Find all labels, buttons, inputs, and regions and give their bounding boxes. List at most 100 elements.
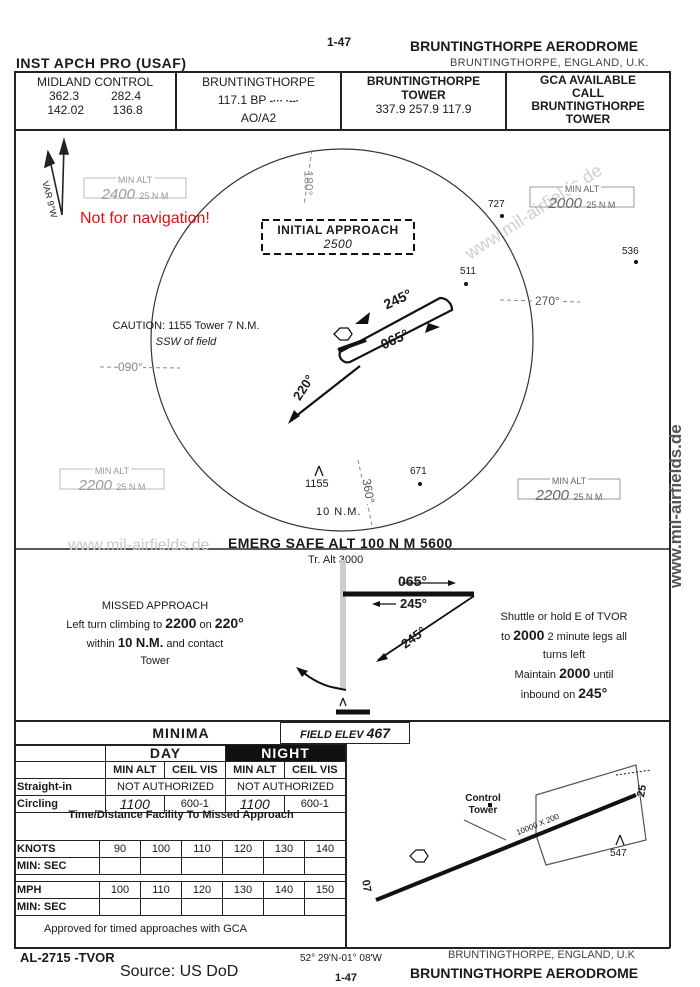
minima-title: MINIMA: [152, 725, 210, 741]
circ-night-alt: 1100: [224, 795, 285, 813]
chart-id: AL-2715 -TVOR: [20, 950, 115, 965]
obstacle-547-icon: [615, 834, 625, 846]
radial-270-line: [499, 299, 581, 303]
frame-right: [669, 71, 671, 948]
field-elev-label: FIELD ELEV: [300, 729, 364, 741]
initial-approach-alt: 2500: [323, 237, 353, 251]
bearing-270: 270°: [535, 294, 560, 308]
coordinates: 52° 29'N-01° 08'W: [300, 953, 382, 964]
page-number-bottom: 1-47: [335, 972, 358, 984]
missed-245-label-a: 245°: [400, 596, 427, 611]
procedure-title: INST APCH PRO (USAF): [16, 55, 187, 71]
tower-1155-icon: [314, 465, 324, 477]
missed-climb-path: [299, 669, 347, 691]
beacon-class: AO/A2: [240, 111, 277, 125]
gca-line-2: CALL: [572, 86, 604, 100]
knots-minsec-label: MIN: SEC: [14, 857, 100, 875]
source-label: Source: US DoD: [120, 963, 239, 980]
bearing-090: 090°: [118, 360, 143, 374]
beacon-freq: 117.1 BP: [217, 93, 267, 107]
initial-approach-label: INITIAL APPROACH 2500: [262, 223, 414, 251]
missed-l2a: within: [86, 638, 118, 650]
mph-4: 130: [222, 881, 264, 899]
runway-07-25: [375, 793, 637, 902]
shuttle-text: Shuttle or hold E of TVOR to 2000 2 minu…: [476, 608, 652, 704]
page-number-top: 1-47: [327, 35, 352, 49]
control-tower-icon: [488, 803, 492, 807]
sector-ne: MIN ALT 2000 25 N M: [530, 179, 634, 213]
tower-freqs: 337.9 257.9 117.9: [375, 102, 472, 116]
day-header: DAY: [105, 744, 226, 762]
missed-l1d: 220°: [214, 615, 244, 631]
straight-in-night: NOT AUTHORIZED: [224, 778, 347, 796]
obstacle-727-dot: [500, 214, 504, 218]
shuttle-l2a: to: [501, 631, 514, 643]
radial-090-line: [99, 366, 181, 369]
sector-sw-label: MIN ALT: [92, 466, 132, 476]
missed-l1c: on: [196, 619, 215, 631]
missed-title: MISSED APPROACH: [101, 600, 209, 612]
missed-approach-text: MISSED APPROACH Left turn climbing to 22…: [40, 598, 270, 670]
midland-freq-3: 142.02: [47, 103, 85, 117]
knots-3: 110: [181, 840, 223, 858]
gca-info: GCA AVAILABLE CALL BRUNTINGTHORPE TOWER: [507, 74, 669, 126]
circling-label: Circling: [14, 795, 106, 813]
tower-name-2: TOWER: [401, 88, 446, 102]
beacon-morse: -··· ·--·: [269, 96, 300, 107]
comms-div-3: [505, 71, 507, 129]
initial-approach-box: [261, 219, 415, 255]
frame-bottom: [14, 947, 670, 949]
watermark-left: www.mil-airfields.de: [68, 537, 210, 554]
tvor-airfield-icon: [409, 849, 429, 863]
apron-outline: [535, 764, 647, 866]
not-for-navigation: Not for navigation!: [80, 210, 210, 227]
gca-line-4: TOWER: [565, 112, 611, 126]
straight-in-day: NOT AUTHORIZED: [105, 778, 226, 796]
caution-line-1: CAUTION: 1155 Tower 7 N.M.: [112, 320, 260, 332]
night-header: NIGHT: [224, 744, 347, 762]
north-arrow-icon: [43, 137, 70, 216]
obstacle-511-dot: [464, 282, 468, 286]
mph-2: 110: [140, 881, 182, 899]
circ-day-cv: 600-1: [163, 795, 226, 813]
runway-plan: [337, 338, 367, 352]
obstacle-671-dot: [418, 482, 422, 486]
time-distance-table: KNOTS 90 100 110 120 130 140 MIN: SEC MP…: [14, 840, 346, 916]
gca-line-1: GCA AVAILABLE: [540, 73, 636, 87]
midland-control: MIDLAND CONTROL 362.3 282.4 142.02 136.8: [15, 75, 175, 117]
sector-sw-alt: 2200: [78, 477, 112, 494]
missed-065-label: 065°: [398, 573, 427, 589]
frame-left: [14, 71, 16, 948]
obstacle-671: 671: [410, 466, 427, 477]
aerodrome-title-bottom: BRUNTINGTHORPE AERODROME: [410, 965, 639, 981]
location-top: BRUNTINGTHORPE, ENGLAND, U.K.: [450, 57, 649, 69]
mph-3: 120: [181, 881, 223, 899]
arrow-220: [288, 410, 300, 424]
obstacle-727: 727: [488, 199, 505, 210]
sector-se-unit: 25 N M: [573, 492, 603, 502]
knots-4: 120: [222, 840, 264, 858]
arrow-065: [425, 323, 440, 333]
mph-1: 100: [99, 881, 141, 899]
circ-day-alt: 1100: [105, 795, 165, 813]
midland-freq-1: 362.3: [48, 89, 80, 103]
sector-ne-unit: 25 N M: [586, 200, 616, 210]
time-distance-title: Time/Distance Facility To Missed Approac…: [68, 809, 294, 821]
mph-label: MPH: [14, 881, 100, 899]
beacon-name: BRUNTINGTHORPE: [202, 75, 315, 89]
procedure-track: [290, 296, 454, 421]
inb-a: inbound on: [520, 689, 579, 701]
runway-end-25: 25: [635, 783, 650, 799]
sector-sw: MIN ALT 2200 25 N M: [60, 461, 164, 495]
mph-5: 140: [263, 881, 305, 899]
sector-se-alt: 2200: [535, 487, 569, 504]
sector-ne-alt: 2000: [548, 195, 582, 212]
gca-line-3: BRUNTINGTHORPE: [531, 99, 645, 113]
circ-night-cv: 600-1: [283, 795, 347, 813]
maint-b: 2000: [559, 665, 591, 681]
minima-right: [345, 744, 347, 948]
missed-inbound-line: [377, 595, 475, 661]
missed-bottom: [14, 720, 670, 722]
inb-b: 245°: [578, 685, 608, 701]
transition-alt: Tr. Alt 3000: [308, 554, 364, 566]
